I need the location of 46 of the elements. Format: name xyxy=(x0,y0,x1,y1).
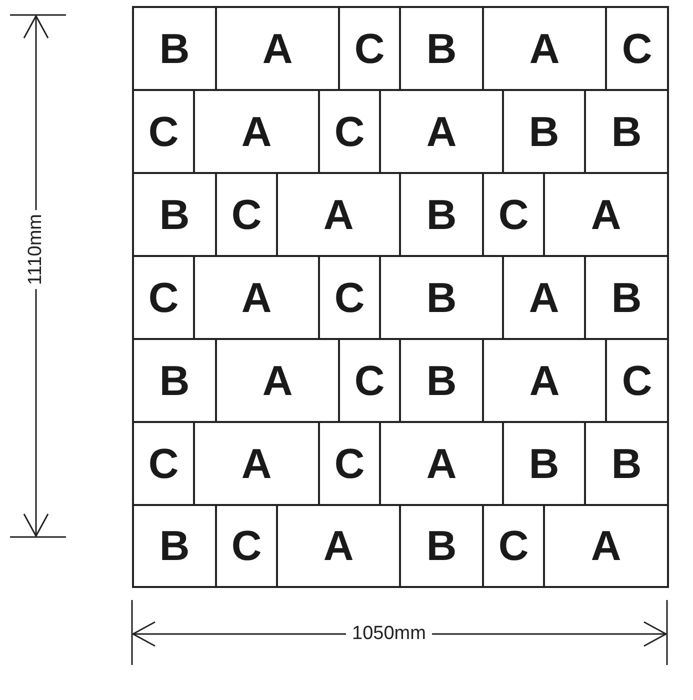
tile-letter: A xyxy=(426,110,457,152)
tile-letter: C xyxy=(498,525,529,567)
tile xyxy=(132,504,217,588)
tile-letter: B xyxy=(611,442,642,484)
tile-letter: A xyxy=(426,442,457,484)
tile-letter: A xyxy=(528,276,560,318)
tile-letter: A xyxy=(590,525,622,567)
tile-letter: B xyxy=(611,110,642,152)
tile-letter: A xyxy=(529,28,560,70)
tile-letter: B xyxy=(426,276,457,318)
tile-letter: C xyxy=(148,110,179,152)
tile-letter: C xyxy=(231,525,262,567)
tile-letter: C xyxy=(354,360,385,402)
tile-letter: C xyxy=(622,360,652,402)
tile-letter: C xyxy=(334,276,365,318)
tile-letter: C xyxy=(354,28,385,70)
tile-letter: A xyxy=(241,442,272,484)
tile-letter: A xyxy=(529,360,560,402)
tile-letter: B xyxy=(528,442,560,484)
tile xyxy=(132,6,217,91)
tile-letter: C xyxy=(498,194,529,236)
tile-letter: A xyxy=(323,194,354,236)
tile-letter: B xyxy=(611,276,642,318)
tile-letter: C xyxy=(231,194,262,236)
tile-letter: C xyxy=(148,276,179,318)
tile-letter: B xyxy=(426,525,457,567)
tile-letter: C xyxy=(334,442,365,484)
tile-letter: C xyxy=(148,442,179,484)
tile-letter: B xyxy=(159,28,190,70)
tile-letter: B xyxy=(426,194,457,236)
tile-letter: C xyxy=(622,28,652,70)
tile-letter: B xyxy=(159,360,190,402)
tile-letter: A xyxy=(241,110,272,152)
tile-letter: A xyxy=(241,276,272,318)
tile-letter: B xyxy=(159,194,190,236)
tile-letter: B xyxy=(159,525,190,567)
tile-letter: B xyxy=(426,360,457,402)
tile xyxy=(543,504,669,588)
tile-letter: C xyxy=(334,110,365,152)
tile-letter: A xyxy=(262,28,293,70)
tile-letter: B xyxy=(528,110,560,152)
tile-letter: A xyxy=(262,360,293,402)
tile xyxy=(605,6,669,91)
tile-letter: A xyxy=(323,525,354,567)
tile-letter: A xyxy=(590,194,622,236)
tile-letter: B xyxy=(426,28,457,70)
